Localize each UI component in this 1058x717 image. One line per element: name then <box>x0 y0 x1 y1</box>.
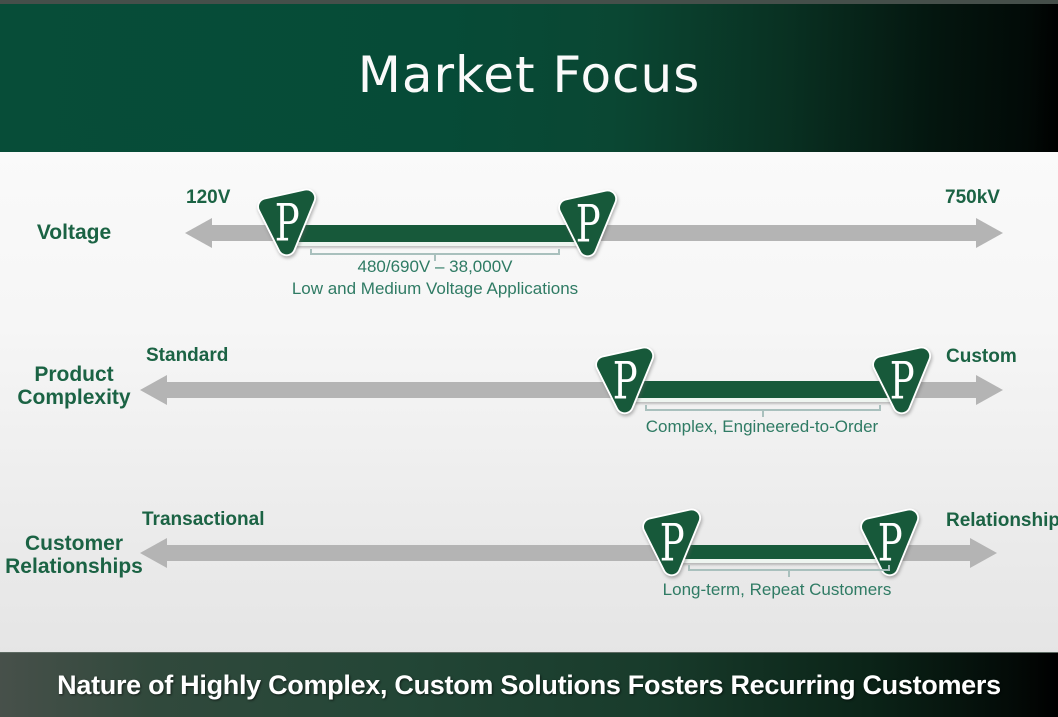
marker-letter: P <box>275 192 300 253</box>
marker-letter: P <box>660 512 685 573</box>
voltage-range-bar <box>286 225 588 246</box>
row-label-line: Complexity <box>17 386 131 409</box>
title-bar: Market Focus <box>0 0 1058 152</box>
footer-text: Nature of Highly Complex, Custom Solutio… <box>57 669 1001 700</box>
complexity-range-bar <box>624 381 901 402</box>
relationships-annotation: Long-term, Repeat Customers <box>577 579 977 601</box>
right-arrowhead-icon <box>976 218 1003 248</box>
voltage-annotation: 480/690V – 38,000V Low and Medium Voltag… <box>235 256 635 299</box>
powell-p-marker-icon: P <box>555 186 619 262</box>
powell-p-marker-icon: P <box>857 505 921 581</box>
powell-p-marker-icon: P <box>254 185 318 261</box>
relationships-left-end-label: Transactional <box>142 509 265 530</box>
row-label-customer-relationships: Customer Relationships <box>0 532 148 578</box>
complexity-annotation: Complex, Engineered-to-Order <box>562 416 962 438</box>
complexity-left-end-label: Standard <box>146 345 229 366</box>
annotation-line: Complex, Engineered-to-Order <box>645 417 879 436</box>
row-label-line: Customer <box>24 532 124 555</box>
marker-letter: P <box>878 512 903 573</box>
annotation-line: Low and Medium Voltage Applications <box>291 278 579 298</box>
row-label-product-complexity: Product Complexity <box>0 363 148 409</box>
right-arrowhead-icon <box>970 538 997 568</box>
relationships-range-bar <box>671 545 889 563</box>
powell-p-marker-icon: P <box>869 343 933 419</box>
footer-banner: Nature of Highly Complex, Custom Solutio… <box>0 652 1058 717</box>
marker-letter: P <box>890 350 915 411</box>
voltage-left-end-label: 120V <box>186 187 231 208</box>
right-arrowhead-icon <box>976 375 1003 405</box>
marker-letter: P <box>576 193 601 254</box>
row-label-line: Relationships <box>5 555 143 578</box>
powell-p-marker-icon: P <box>592 343 656 419</box>
relationships-range-bracket <box>688 565 890 577</box>
marker-letter: P <box>613 350 638 411</box>
voltage-right-end-label: 750kV <box>945 187 1000 208</box>
row-label-line: Voltage <box>36 221 112 244</box>
complexity-right-end-label: Custom <box>946 346 1017 367</box>
page-title: Market Focus <box>357 46 701 104</box>
complexity-range-bracket <box>645 405 881 417</box>
annotation-line: 480/690V – 38,000V <box>357 257 513 276</box>
row-label-voltage: Voltage <box>0 221 148 244</box>
relationships-right-end-label: Relationship <box>945 510 1058 531</box>
row-label-line: Product <box>34 363 114 386</box>
powell-p-marker-icon: P <box>639 505 703 581</box>
annotation-line: Long-term, Repeat Customers <box>662 580 892 599</box>
voltage-range-bracket <box>310 249 560 261</box>
top-edge-strip <box>0 0 1058 4</box>
